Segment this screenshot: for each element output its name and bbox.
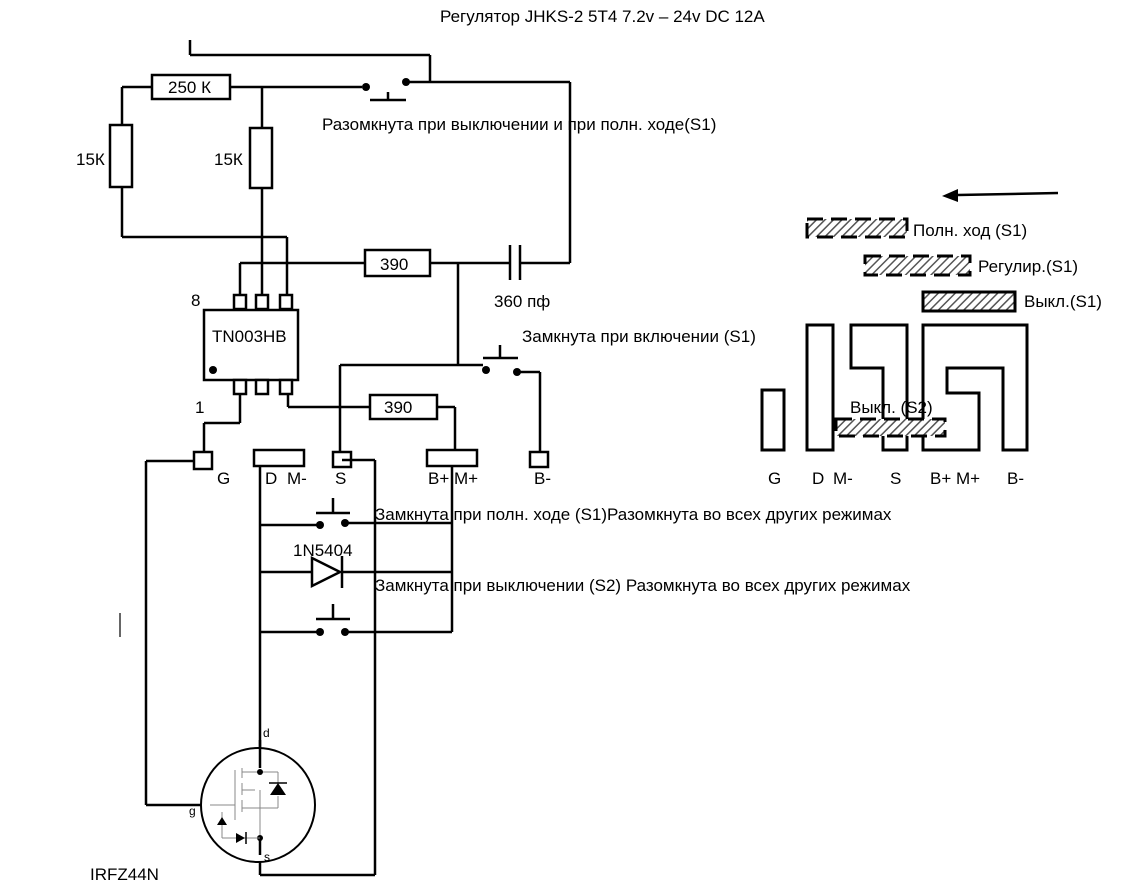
off-switch-note: Замкнута при выключении (S2) Разомкнута …: [375, 576, 911, 595]
top-switch-note: Разомкнута при выключении и при полн. хо…: [322, 115, 716, 134]
legend-reg-label: Регулир.(S1): [978, 257, 1078, 276]
legend-off-s2-label: Выкл. (S2): [850, 398, 933, 417]
resistor-250k-label: 250 К: [168, 78, 211, 97]
switch-top: [362, 78, 410, 102]
resistor-390-top-label: 390: [380, 255, 408, 274]
resistor-15k-right-label: 15К: [214, 150, 243, 169]
terminal-m-plus-label: M+: [454, 469, 478, 488]
terminal-s-label: S: [335, 469, 346, 488]
right-terminal-g: G: [768, 469, 781, 488]
capacitor-360pf: [508, 245, 522, 280]
resistor-15k-left: [108, 123, 134, 189]
legend-bar-off: [921, 290, 1017, 313]
switch-full-travel: [316, 498, 350, 529]
capacitor-label: 360 пф: [494, 292, 550, 311]
resistor-390-bottom-label: 390: [384, 398, 412, 417]
right-terminal-b-minus: B-: [1007, 469, 1024, 488]
terminal-b-minus-label: B-: [534, 469, 551, 488]
switch-off-s2: [316, 604, 350, 636]
mid-switch-note: Замкнута при включении (S1): [522, 327, 756, 346]
right-terminal-m-minus: M-: [833, 469, 853, 488]
ic-chip: [202, 293, 300, 396]
mosfet-pin-g: g: [189, 804, 196, 818]
terminal-g-label: G: [217, 469, 230, 488]
contact-strips: [760, 323, 1029, 452]
diode-1n5404: [310, 555, 344, 589]
right-terminal-s: S: [890, 469, 901, 488]
direction-arrow: [942, 189, 1059, 202]
resistor-250k: [150, 73, 232, 101]
terminal-b-plus-label: B+: [428, 469, 449, 488]
legend-bar-reg: [863, 254, 972, 277]
top-wiring: [120, 40, 572, 453]
mosfet-symbol: [200, 740, 316, 863]
full-switch-note: Замкнута при полн. ходе (S1)Разомкнута в…: [375, 505, 892, 524]
ic-pin1-label: 1: [195, 398, 204, 417]
legend-full-label: Полн. ход (S1): [913, 221, 1027, 240]
legend-bar-full: [805, 217, 909, 239]
terminal-d-label: D: [265, 469, 277, 488]
resistor-15k-right: [248, 126, 274, 190]
lower-wiring: [119, 458, 454, 877]
terminal-blocks: [192, 448, 550, 471]
ic-pin8-label: 8: [191, 291, 200, 310]
right-terminal-b-plus: B+: [930, 469, 951, 488]
terminal-m-minus-label: M-: [287, 469, 307, 488]
mosfet-label: IRFZ44N: [90, 865, 159, 884]
legend-off-label: Выкл.(S1): [1024, 292, 1102, 311]
resistor-15k-left-label: 15К: [76, 150, 105, 169]
switch-mid: [482, 345, 521, 376]
mosfet-pin-d: d: [263, 726, 270, 740]
diagram-title: Регулятор JHKS-2 5T4 7.2v – 24v DC 12A: [440, 7, 765, 26]
right-terminal-d: D: [812, 469, 824, 488]
resistor-390-bottom: [368, 393, 439, 421]
mosfet-pin-s: s: [264, 850, 270, 864]
right-terminal-m-plus: M+: [956, 469, 980, 488]
resistor-390-top: [363, 248, 432, 278]
diode-label: 1N5404: [293, 541, 353, 560]
ic-label: TN003HB: [212, 327, 287, 346]
